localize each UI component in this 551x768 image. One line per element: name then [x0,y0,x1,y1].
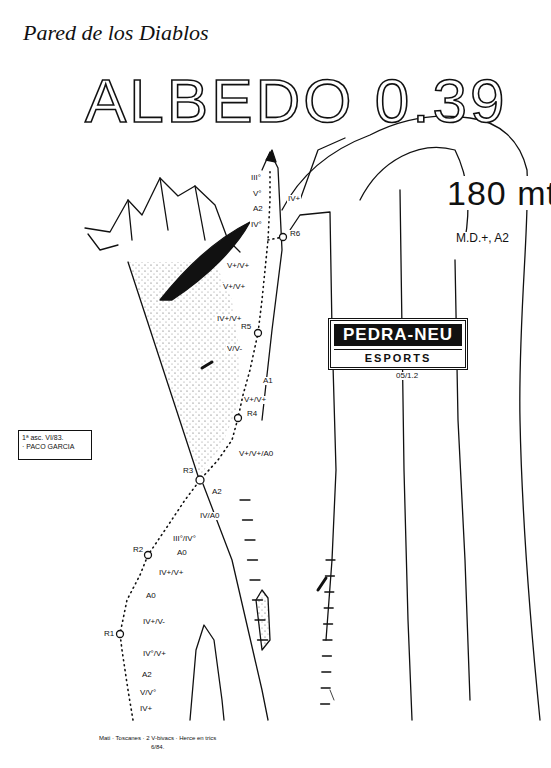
belay-label: R2 [132,546,144,554]
grade-label: IV+/V+ [158,569,184,577]
grade-label: IV+/V+ [216,315,242,323]
route-title: ALBEDO 0.39 [85,70,507,132]
grade-label: A2 [252,205,264,213]
wall-name: Pared de los Diablos [22,22,210,44]
grade-label: A0 [145,592,157,600]
grade-summary: M.D.+, A2 [455,232,510,244]
first-ascent-box: 1ª asc. VI/83. · PACO GARCIA [18,430,92,460]
grade-label: IV° [250,221,263,229]
box-text: ESPORTS [334,349,462,364]
box-text: 1ª asc. VI/83. [22,434,88,441]
grade-label: IV+ [139,705,153,713]
grade-label: IV+/V- [142,618,166,626]
note: 05/1.2 [395,372,419,380]
grade-label: V+/V+ [222,283,246,291]
route-length: 180 mts [446,176,551,210]
grade-label: V+/V+ [226,262,250,270]
shop-logo: PEDRA-NEU ESPORTS [328,318,468,370]
box-text: · PACO GARCIA [22,443,88,450]
box-text: PEDRA-NEU [334,324,462,346]
grade-label: V/V° [139,689,157,697]
grade-label: IV+ [287,195,301,203]
grade-label: V+/V+ [243,396,267,404]
grade-label: A2 [141,671,153,679]
grade-label: III° [250,174,262,182]
grade-label: III°/IV° [172,535,197,543]
belay-label: R5 [240,323,252,331]
grade-label: A0 [176,549,188,557]
belay-label: R4 [246,410,258,418]
grade-label: V° [252,190,263,198]
grade-label: IV/A0 [199,512,221,520]
grade-label: V+/V+/A0 [238,450,274,458]
grade-label: A1 [262,377,274,385]
grade-label: V/V- [226,345,243,353]
grade-label: IV°/V+ [142,650,167,658]
belay-label: R6 [289,230,301,238]
footnote: Mati · Toscanes · 2 V-bivacs · Herce en … [98,735,217,741]
belay-label: R3 [182,467,194,475]
grade-label: A2 [211,488,223,496]
belay-label: R1 [103,630,115,638]
footnote: 6/84. [150,744,165,750]
